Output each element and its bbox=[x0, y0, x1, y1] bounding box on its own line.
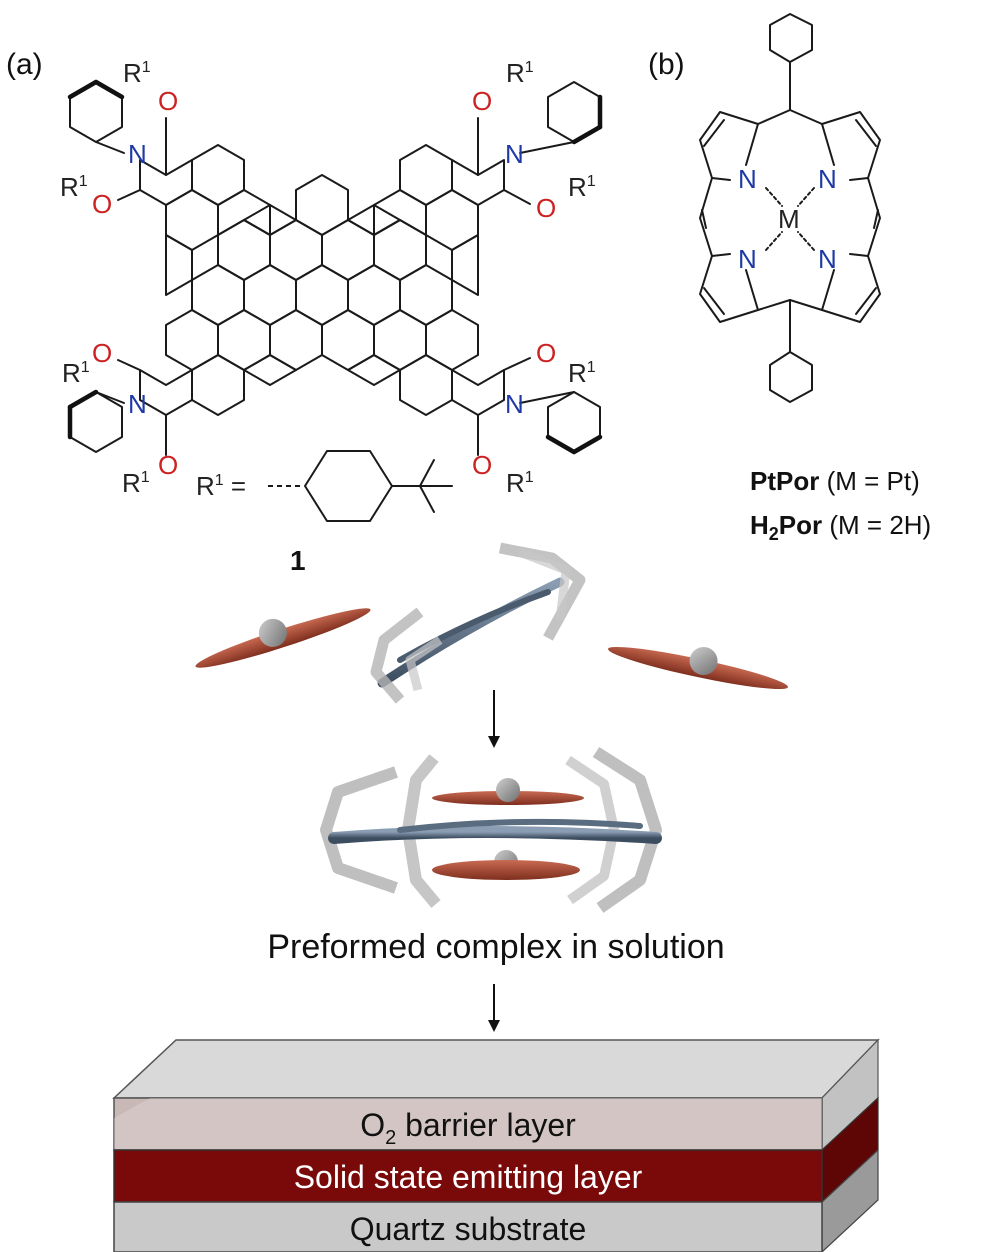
r1-label: R1 bbox=[62, 358, 90, 388]
panel-a: (a) bbox=[6, 48, 603, 576]
oxygen-atom: O bbox=[158, 86, 178, 116]
metal-sphere bbox=[689, 647, 718, 676]
phenyl-ring-bottom bbox=[769, 351, 813, 403]
barrier-layer bbox=[113, 1097, 823, 1151]
atom-labels: O O O O O O O O N N N N bbox=[92, 86, 556, 480]
ptpor-label: PtPor (M = Pt) bbox=[750, 466, 920, 496]
r1-definition-label: R1 = bbox=[196, 471, 246, 501]
preformed-complex bbox=[320, 746, 662, 913]
down-arrow-icon bbox=[488, 690, 500, 748]
nitrogen-atom: N bbox=[738, 164, 757, 194]
r-group-labels: R1 R1 R1 R1 R1 R1 R1 R1 bbox=[60, 58, 596, 498]
nitrogen-atom: N bbox=[505, 139, 524, 169]
nitrogen-atom: N bbox=[128, 389, 147, 419]
substrate-layer-label: Quartz substrate bbox=[350, 1211, 587, 1247]
r1-label: R1 bbox=[568, 172, 596, 202]
compound-number: 1 bbox=[290, 545, 306, 576]
r1-label: R1 bbox=[123, 58, 151, 88]
core-skeleton bbox=[117, 117, 531, 456]
r-group-definition: R1 = bbox=[196, 450, 453, 522]
r1-label: R1 bbox=[506, 468, 534, 498]
free-macrocycle bbox=[370, 542, 586, 704]
emitting-layer bbox=[113, 1149, 823, 1203]
emitting-layer-label: Solid state emitting layer bbox=[294, 1159, 643, 1195]
free-porphyrin-left bbox=[195, 608, 371, 668]
oxygen-atom: O bbox=[92, 189, 112, 219]
nitrogen-atom: N bbox=[818, 164, 837, 194]
porphyrin-structure bbox=[699, 13, 881, 403]
tert-butyl-methyl bbox=[419, 459, 435, 487]
nitrogen-atom: N bbox=[505, 389, 524, 419]
nitrogen-atom: N bbox=[738, 244, 757, 274]
metal-atom: M bbox=[778, 204, 800, 234]
phenyl-ring bbox=[304, 450, 393, 522]
panel-b-label: (b) bbox=[648, 48, 685, 81]
r1-label: R1 bbox=[506, 58, 534, 88]
metal-sphere bbox=[496, 778, 520, 802]
stack-top-face bbox=[112, 1039, 880, 1099]
h2por-label: H2Por (M = 2H) bbox=[750, 510, 931, 544]
oxygen-atom: O bbox=[92, 338, 112, 368]
oxygen-atom: O bbox=[158, 450, 178, 480]
oxygen-atom: O bbox=[472, 450, 492, 480]
free-porphyrin-right bbox=[607, 646, 789, 690]
panel-b: (b) bbox=[648, 13, 931, 544]
r1-label: R1 bbox=[122, 468, 150, 498]
phenyl-ring-top bbox=[769, 13, 813, 63]
device-stack: O2 barrier layer Solid state emitting la… bbox=[112, 1038, 880, 1252]
panel-a-label: (a) bbox=[6, 48, 43, 81]
scheme-caption: Preformed complex in solution bbox=[267, 928, 724, 966]
nitrogen-atom: N bbox=[818, 244, 837, 274]
r1-label: R1 bbox=[60, 172, 88, 202]
porphyrin-disc-bottom bbox=[432, 860, 580, 880]
oxygen-atom: O bbox=[536, 338, 556, 368]
bold-wedge-bonds bbox=[67, 79, 603, 455]
substrate-layer bbox=[113, 1201, 823, 1252]
nitrogen-atom: N bbox=[128, 139, 147, 169]
oxygen-atom: O bbox=[536, 193, 556, 223]
assembly-scheme: Preformed complex in solution bbox=[195, 542, 789, 1032]
down-arrow-icon bbox=[488, 984, 500, 1032]
tert-butyl-methyl bbox=[419, 485, 435, 513]
metal-sphere bbox=[258, 618, 287, 647]
r1-label: R1 bbox=[568, 358, 596, 388]
barrier-layer-label: O2 barrier layer bbox=[360, 1107, 576, 1149]
oxygen-atom: O bbox=[472, 86, 492, 116]
